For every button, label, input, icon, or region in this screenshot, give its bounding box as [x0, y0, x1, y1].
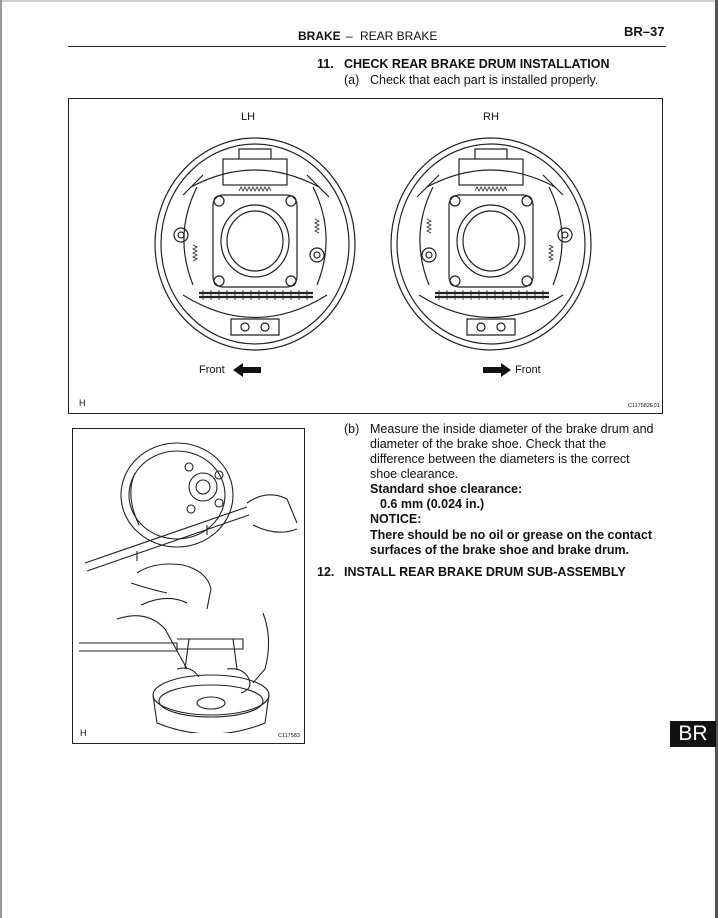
step-11b-line-1: Measure the inside diameter of the brake…: [370, 422, 654, 436]
figure2-corner-mark: H: [80, 728, 87, 738]
arrow-left-icon: [233, 363, 261, 377]
step-11b-line-2: diameter of the brake shoe. Check that t…: [370, 437, 607, 451]
measurement-illustration: [79, 442, 298, 733]
page-code: BR–37: [624, 24, 665, 39]
spec-label: Standard shoe clearance:: [370, 482, 523, 496]
arrow-right-icon: [483, 363, 511, 377]
figure2-code: C117583: [278, 733, 300, 739]
label-lh: LH: [241, 111, 256, 123]
front-label-left: Front: [199, 364, 225, 376]
step-11b-marker: (b): [344, 422, 360, 436]
section-tab: BR: [670, 721, 716, 747]
spec-value: 0.6 mm (0.024 in.): [380, 497, 485, 511]
header-section: BRAKE: [298, 29, 341, 43]
step-11-title: CHECK REAR BRAKE DRUM INSTALLATION: [344, 57, 610, 71]
header-dash: –: [346, 29, 353, 43]
figure-code: C117582E01: [628, 403, 660, 409]
brake-assembly-lh: [154, 137, 356, 351]
label-rh: RH: [483, 111, 499, 123]
figure-measurement: H C117583: [72, 428, 305, 744]
header-rule: [68, 46, 666, 47]
figure-brake-assemblies: LH RH: [68, 98, 663, 414]
step-11a-marker: (a): [344, 73, 360, 87]
step-11-number: 11.: [317, 57, 334, 71]
page-top-edge: [0, 0, 718, 2]
step-11b-line-3: difference between the diameters is the …: [370, 452, 630, 466]
notice-label: NOTICE:: [370, 512, 422, 526]
figure-corner-mark: H: [79, 398, 86, 408]
step-12-title: INSTALL REAR BRAKE DRUM SUB-ASSEMBLY: [344, 565, 626, 579]
step-11b-line-4: shoe clearance.: [370, 467, 459, 481]
brake-assembly-rh: [390, 137, 592, 351]
header-subsection: REAR BRAKE: [360, 29, 438, 43]
page-right-edge: [715, 0, 718, 918]
page-left-edge: [0, 0, 2, 918]
notice-line-1: There should be no oil or grease on the …: [370, 528, 652, 542]
step-11a-text: Check that each part is installed proper…: [370, 73, 599, 87]
notice-line-2: surfaces of the brake shoe and brake dru…: [370, 543, 630, 557]
front-label-right: Front: [515, 364, 541, 376]
step-12-number: 12.: [317, 565, 335, 579]
